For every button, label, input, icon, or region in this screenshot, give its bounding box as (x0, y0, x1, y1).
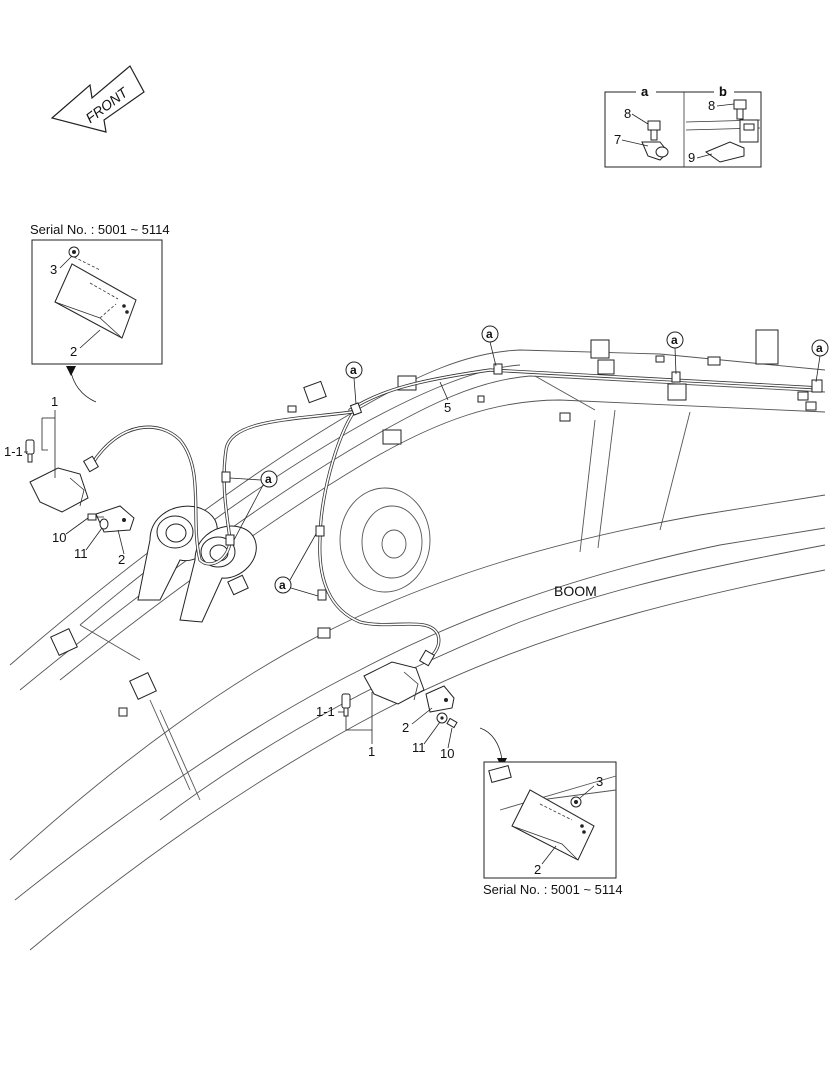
screw-icon (446, 717, 458, 729)
screw-icon (87, 513, 104, 521)
callout-2-left: 2 (118, 552, 125, 567)
callout-9: 9 (688, 150, 695, 165)
callout-a-6: a (274, 533, 319, 597)
callout-3-top: 3 (50, 262, 57, 277)
nut-icon (68, 246, 80, 258)
lamp-bracket-icon (425, 685, 455, 713)
callout-10-left: 10 (52, 530, 66, 545)
svg-text:a: a (265, 472, 272, 486)
callout-2-top: 2 (70, 344, 77, 359)
callout-1-left: 1 (51, 394, 58, 409)
bracket-icon (704, 141, 745, 163)
boom-label: BOOM (554, 583, 597, 599)
washer-icon (436, 712, 448, 724)
bolt-icon (647, 120, 661, 141)
lamp-bracket-icon (54, 263, 137, 339)
mount-block-icon (50, 329, 817, 717)
inset-top: Serial No. : 5001 ~ 5114 3 2 (30, 222, 170, 365)
callout-1-1-left: 1-1 (4, 444, 23, 459)
work-lamp-right (363, 661, 455, 713)
callout-10-right: 10 (440, 746, 454, 761)
lamp-bracket-icon (511, 789, 595, 861)
callout-a-2: a (666, 331, 684, 375)
bulb-icon (25, 439, 35, 463)
svg-text:a: a (486, 327, 493, 341)
callout-2-right: 2 (402, 720, 409, 735)
detail-box: a b a b 8 7 8 (604, 84, 762, 168)
bulb-icon (341, 693, 351, 717)
svg-text:a: a (671, 333, 678, 347)
wire-harness (82, 363, 823, 667)
callout-8b: 8 (708, 98, 715, 113)
callout-11-right: 11 (412, 740, 426, 755)
callout-a-3: a (811, 339, 829, 383)
callout-8a: 8 (624, 106, 631, 121)
callout-a-5: a (229, 470, 278, 541)
svg-text:a: a (279, 578, 286, 592)
clip-icon (641, 141, 669, 161)
callout-5: 5 (444, 400, 451, 415)
inset-bottom: 3 2 Serial No. : 5001 ~ 5114 (483, 761, 623, 897)
boom-structure (9, 329, 826, 951)
callout-1-right: 1 (368, 744, 375, 759)
boom-pin-icon (339, 487, 431, 593)
nut-icon (570, 796, 582, 808)
bolt-icon (733, 99, 747, 120)
callout-3-bottom: 3 (596, 774, 603, 789)
callout-2-bottom: 2 (534, 862, 541, 877)
detail-header-b-text: b (719, 84, 727, 99)
svg-text:a: a (816, 341, 823, 355)
serial-top: Serial No. : 5001 ~ 5114 (30, 222, 170, 237)
callout-a-4: a (345, 361, 363, 405)
serial-bottom: Serial No. : 5001 ~ 5114 (483, 882, 623, 897)
svg-text:a: a (350, 363, 357, 377)
callout-a-1: a (481, 325, 499, 367)
callout-1-1-right: 1-1 (316, 704, 335, 719)
callout-11-left: 11 (74, 546, 88, 561)
detail-header-a-text: a (641, 84, 649, 99)
washer-icon (99, 518, 109, 530)
connector-icon (739, 119, 759, 143)
callout-7: 7 (614, 132, 621, 147)
front-arrow-icon: FRONT (50, 65, 145, 133)
